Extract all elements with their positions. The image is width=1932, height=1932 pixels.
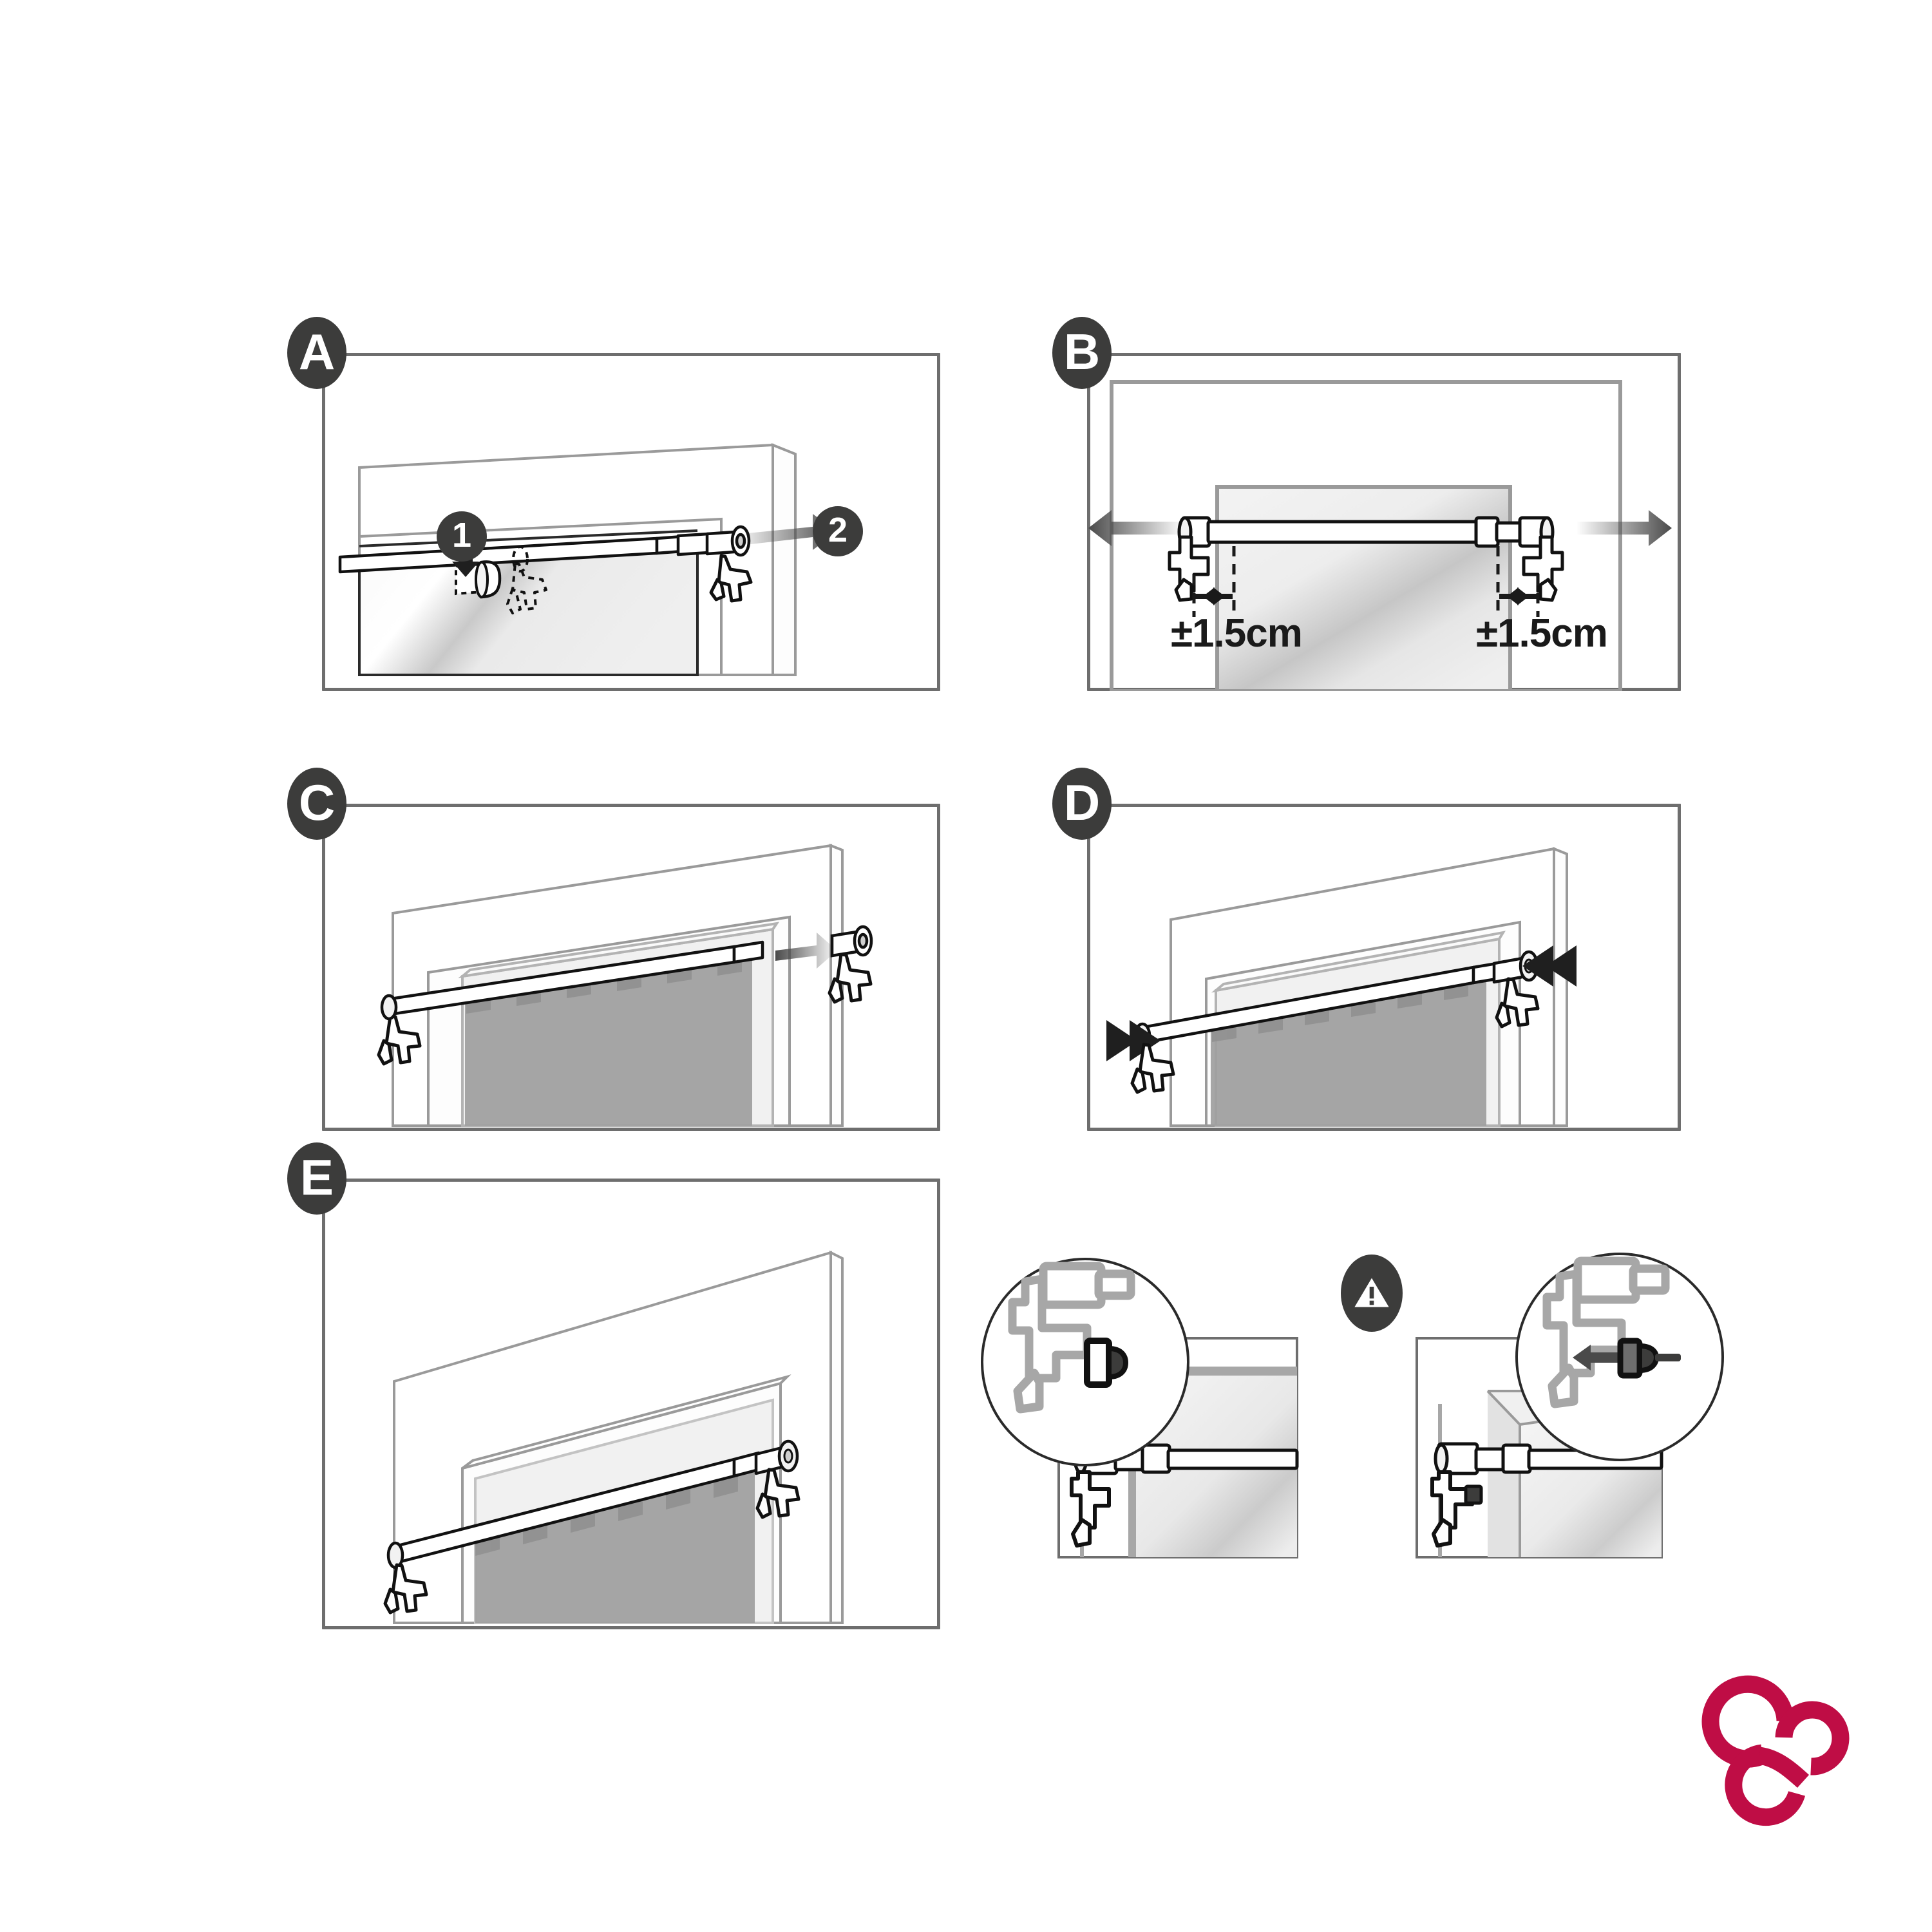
bracket-right bbox=[755, 1468, 800, 1519]
step-marker-1: 1 bbox=[437, 511, 487, 562]
panel-d-badge: D bbox=[1052, 768, 1112, 840]
panel-e-badge: E bbox=[287, 1142, 346, 1215]
pressure-arrow-left bbox=[1106, 1020, 1160, 1061]
rubber-tip bbox=[1084, 1338, 1129, 1388]
bracket-right bbox=[1522, 535, 1564, 602]
panel-e-border bbox=[322, 1179, 940, 1629]
panel-b-badge: B bbox=[1052, 317, 1112, 389]
rubber-tip bbox=[1617, 1338, 1681, 1379]
panel-b: ±1.5cm ±1.5cm B bbox=[1052, 317, 1681, 691]
detail-correct-mounting bbox=[981, 1258, 1346, 1584]
magnifier-circle-left bbox=[979, 1256, 1191, 1468]
panel-b-artwork bbox=[1087, 353, 1681, 691]
bracket-left bbox=[1168, 535, 1210, 602]
bracket-solid bbox=[709, 554, 753, 603]
panel-e-artwork bbox=[322, 1179, 940, 1629]
panel-d-artwork bbox=[1087, 804, 1681, 1131]
bracket-right bbox=[828, 952, 873, 1004]
tolerance-left: ±1.5cm bbox=[1171, 611, 1303, 656]
magnifier-circle-right bbox=[1513, 1251, 1726, 1463]
bracket-foot bbox=[1070, 1470, 1111, 1548]
bracket-left bbox=[377, 1014, 422, 1066]
panel-a-artwork bbox=[322, 353, 940, 691]
dimension-left bbox=[1192, 546, 1236, 617]
warning-triangle-icon bbox=[1341, 1255, 1403, 1332]
bracket-ghost bbox=[506, 545, 547, 614]
panel-c-artwork bbox=[322, 804, 940, 1131]
dimension-right bbox=[1496, 546, 1540, 617]
bracket-left bbox=[383, 1563, 428, 1615]
panel-c-border bbox=[322, 804, 940, 1131]
step-marker-2: 2 bbox=[813, 506, 863, 556]
panel-e: E bbox=[287, 1142, 940, 1629]
panel-c: C bbox=[287, 768, 940, 1131]
panel-d-border bbox=[1087, 804, 1681, 1131]
panel-c-badge: C bbox=[287, 768, 346, 840]
panel-a-border bbox=[322, 353, 940, 691]
detail-warning-mounting bbox=[1341, 1253, 1724, 1584]
brand-logo bbox=[1700, 1662, 1893, 1855]
panel-a-badge: A bbox=[287, 317, 346, 389]
bracket-right bbox=[1495, 977, 1540, 1028]
bracket-left bbox=[1130, 1043, 1175, 1094]
panel-a: 1 2 A bbox=[287, 317, 940, 691]
bracket-foot bbox=[1430, 1470, 1474, 1548]
panel-d: D bbox=[1052, 768, 1681, 1131]
pressure-arrow-right bbox=[1522, 945, 1577, 987]
tolerance-right: ±1.5cm bbox=[1476, 611, 1608, 656]
